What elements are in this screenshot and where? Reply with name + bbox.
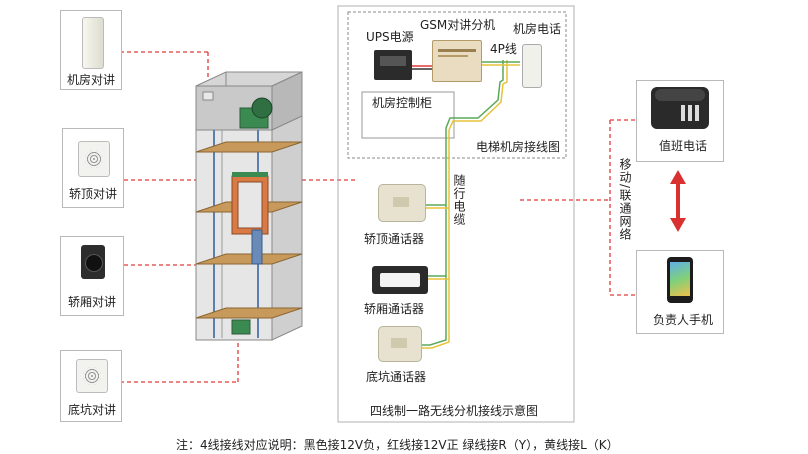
label-car-device: 轿厢通话器 — [364, 302, 425, 316]
label-machine-room-phone: 机房电话 — [513, 22, 562, 36]
machine-room-frame — [347, 11, 567, 159]
diagram-caption: 四线制一路无线分机接线示意图 — [370, 404, 539, 418]
label-gsm: GSM对讲分机 — [420, 18, 496, 32]
label-car-intercom: 轿厢对讲 — [68, 295, 117, 309]
desk-phone-icon — [651, 87, 709, 129]
wall-phone-icon — [522, 44, 542, 88]
link-arrow — [670, 170, 686, 232]
machine-room-caption: 电梯机房接线图 — [476, 140, 561, 154]
speaker-panel-icon — [78, 141, 110, 177]
speaker-panel-icon — [76, 359, 108, 393]
label-network: 移动/联通网络 — [618, 158, 632, 242]
elevator-shaft-illustration — [195, 71, 303, 341]
label-pit-intercom: 底坑对讲 — [68, 403, 117, 417]
card-duty-phone: 值班电话 — [636, 80, 724, 162]
label-duty-phone: 值班电话 — [659, 139, 708, 153]
label-car-top-device: 轿顶通话器 — [364, 232, 425, 246]
ups-device-icon — [374, 50, 412, 80]
smartphone-icon — [667, 257, 693, 303]
car-device-icon — [372, 266, 428, 294]
intercom-handset-icon — [82, 17, 104, 69]
card-car-top-intercom: 轿顶对讲 — [62, 128, 124, 208]
label-control-cabinet: 机房控制柜 — [372, 96, 433, 110]
gsm-unit-icon — [432, 40, 482, 82]
label-mobile: 负责人手机 — [653, 313, 714, 327]
cabinet-box — [361, 91, 455, 139]
footnote: 注：4线接线对应说明：黑色接12V负，红线接12V正 绿线接R（Y），黄线接L（… — [176, 438, 619, 452]
diagram-frame — [337, 5, 575, 423]
card-mobile: 负责人手机 — [636, 250, 724, 334]
car-intercom-panel-icon — [81, 245, 105, 279]
label-travel-cable: 随行电缆 — [452, 174, 466, 226]
pit-device-icon — [378, 326, 422, 362]
card-car-intercom: 轿厢对讲 — [60, 236, 124, 316]
card-pit-intercom: 底坑对讲 — [60, 350, 122, 422]
label-machine-room-intercom: 机房对讲 — [67, 73, 116, 87]
label-pit-device: 底坑通话器 — [366, 370, 427, 384]
label-4p-wire: 4P线 — [490, 42, 517, 56]
card-machine-room-intercom: 机房对讲 — [60, 10, 122, 90]
label-car-top-intercom: 轿顶对讲 — [69, 187, 118, 201]
car-top-device-icon — [378, 184, 426, 222]
label-ups: UPS电源 — [366, 30, 414, 44]
